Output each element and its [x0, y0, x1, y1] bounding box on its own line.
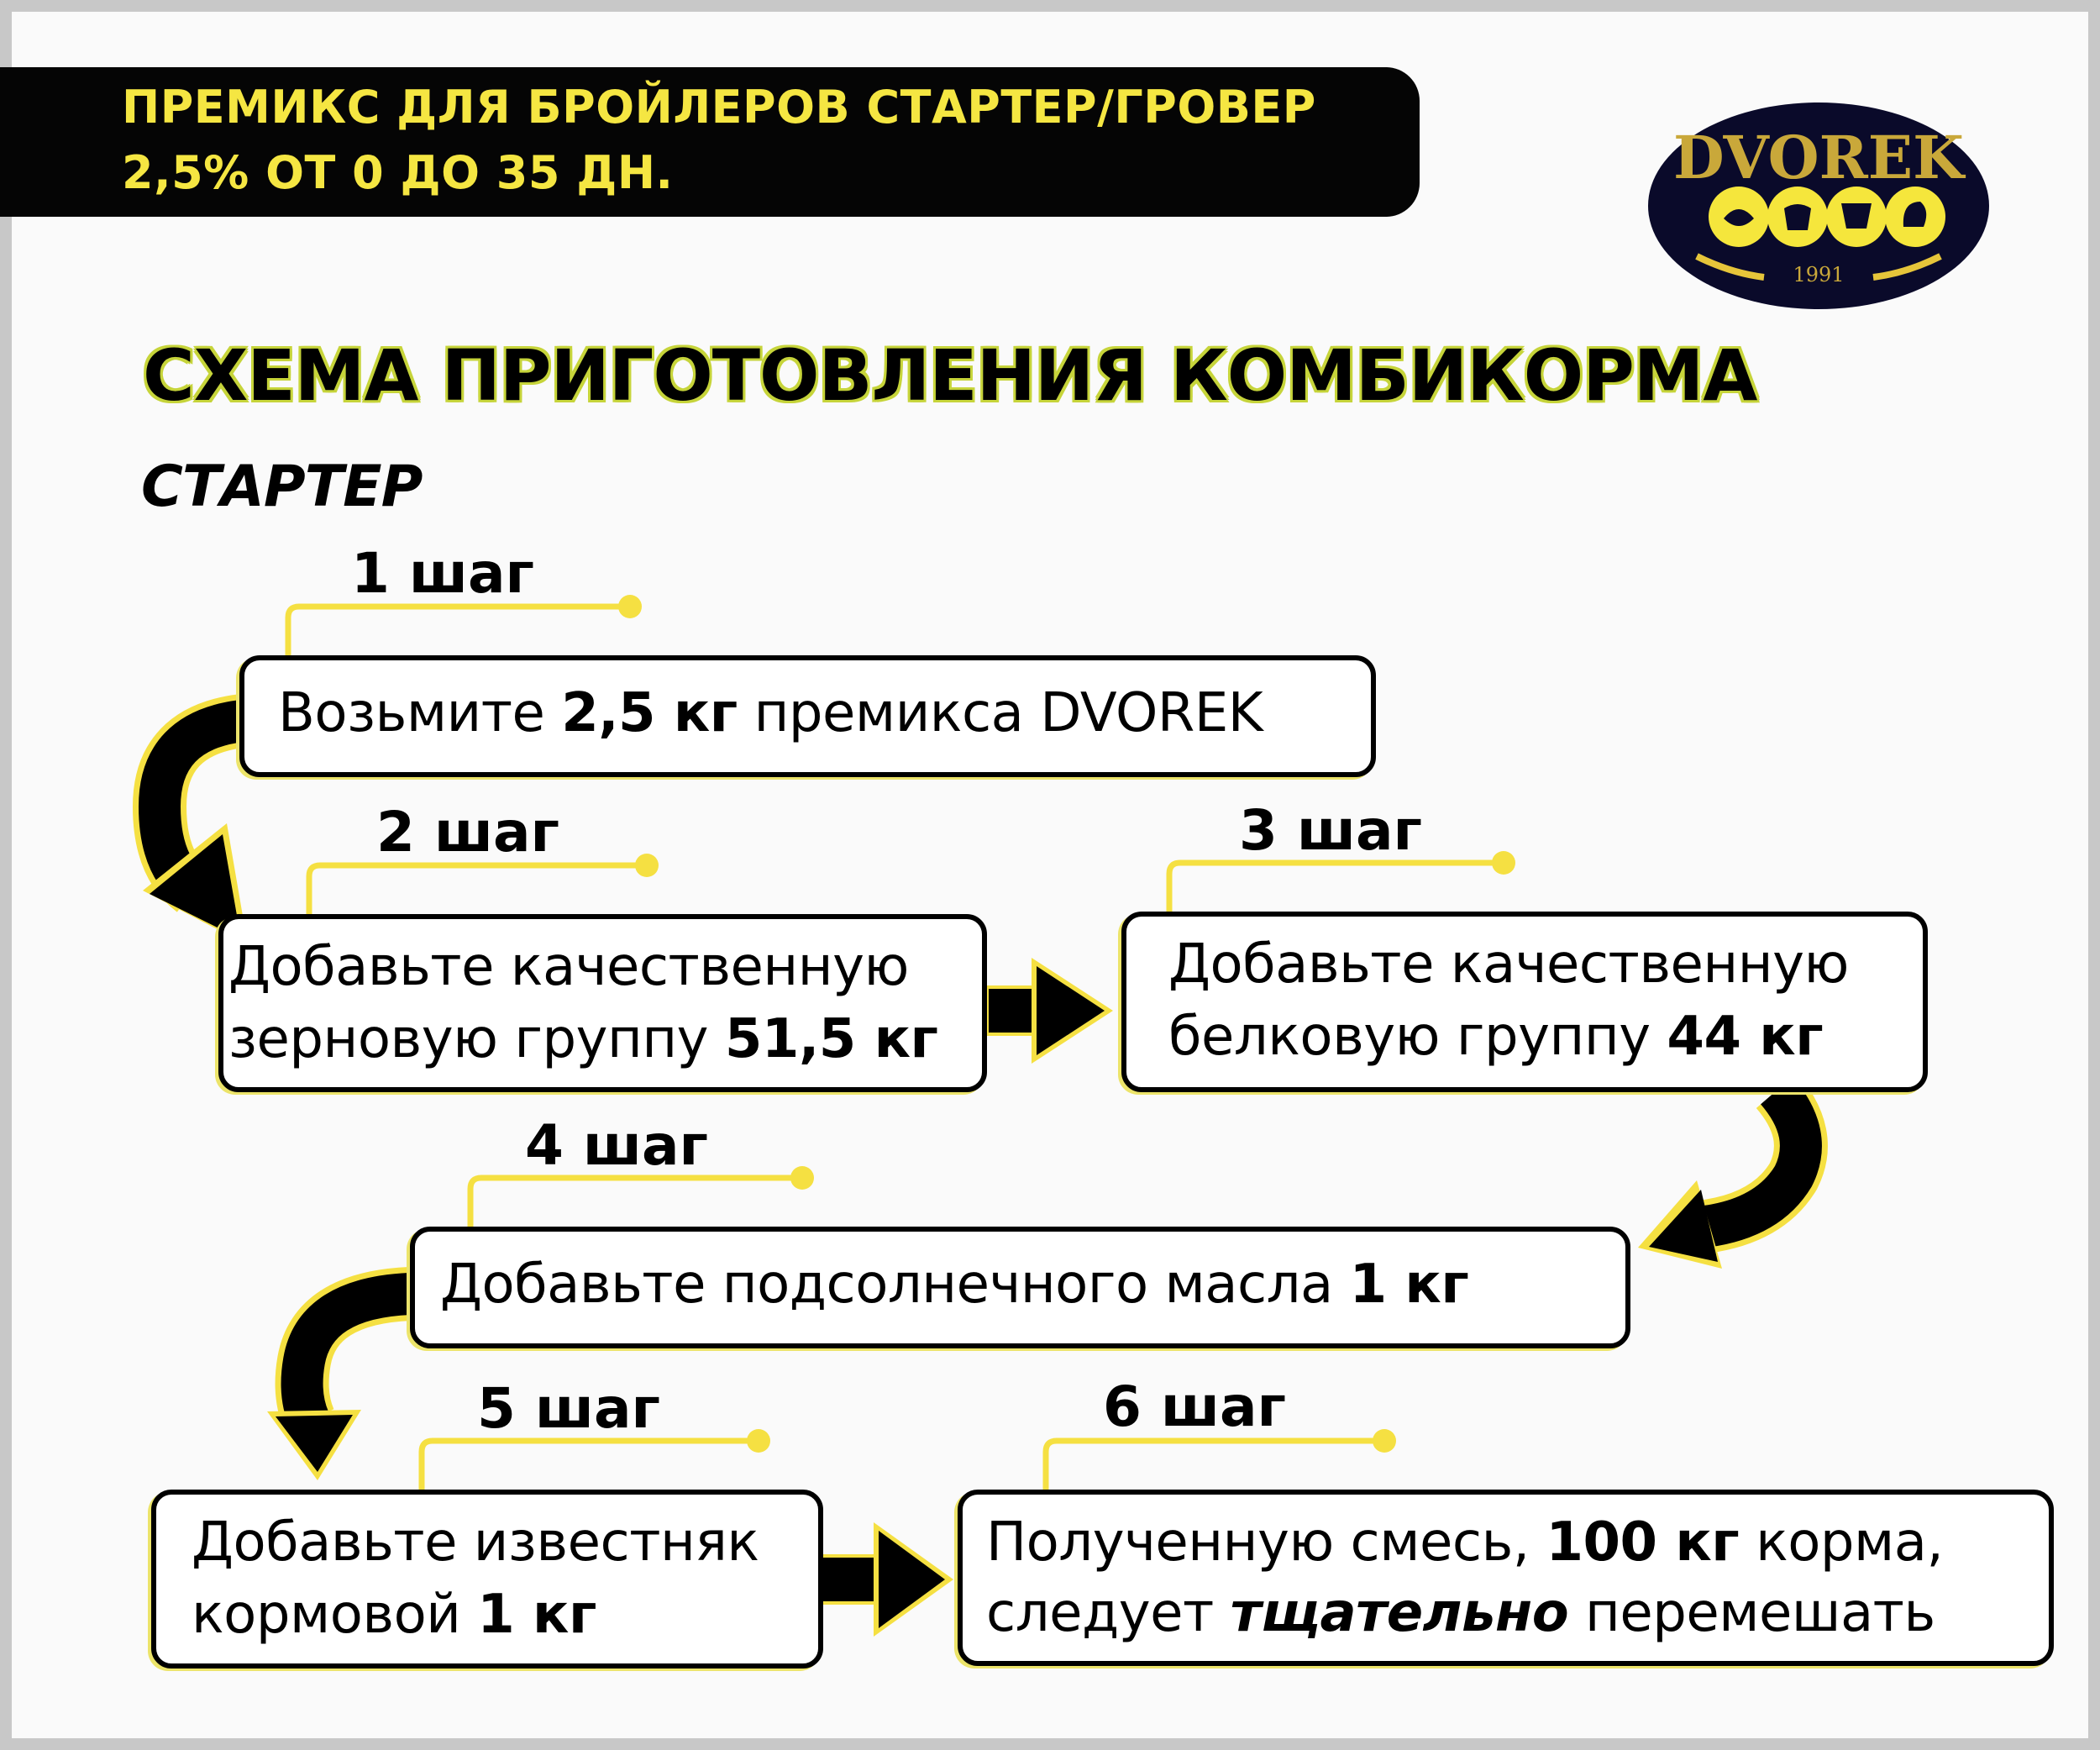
- step-6-box: Полученную смесь, 100 кг корма, следует …: [958, 1490, 2054, 1666]
- step-2-label: 2 шаг: [376, 800, 560, 864]
- step-4-box: Добавьте подсолнечного масла 1 кг: [410, 1227, 1630, 1348]
- step-5-box: Добавьте известняк кормовой 1 кг: [151, 1490, 823, 1669]
- step-6-text-line1: Полученную смесь, 100 кг корма,: [986, 1511, 1944, 1574]
- step-5-text-a: кормовой: [192, 1584, 478, 1646]
- step-6-text-d: следует: [986, 1582, 1231, 1644]
- logo-year-text: 1991: [1793, 263, 1844, 286]
- step-5-text-line1: Добавьте известняк: [192, 1511, 759, 1574]
- page-frame: [12, 12, 2088, 1738]
- step-1-amount: 2,5 кг: [561, 682, 738, 744]
- header-line-1: ПРЕМИКС ДЛЯ БРОЙЛЕРОВ СТАРТЕР/ГРОВЕР: [122, 81, 1316, 134]
- header-banner: ПРЕМИКС ДЛЯ БРОЙЛЕРОВ СТАРТЕР/ГРОВЕР 2,5…: [0, 67, 1420, 217]
- arrow-step3-to-step4: [1638, 1073, 1828, 1269]
- header-line-2: 2,5% ОТ 0 ДО 35 ДН.: [122, 146, 674, 199]
- step-1-label: 1 шаг: [351, 541, 535, 606]
- cow-icon: [1841, 203, 1872, 229]
- wheat-icon: [1695, 253, 1942, 281]
- logo-brand-text: DVOREK: [1673, 123, 1966, 192]
- step-4-text: Добавьте подсолнечного масла 1 кг: [440, 1253, 1469, 1316]
- step-6-amount: 100 кг: [1546, 1511, 1740, 1574]
- step-leader-lines: [285, 603, 1504, 1490]
- step-1-box: Возьмите 2,5 кг премикса DVOREK: [239, 655, 1376, 777]
- step-5-text-line2: кормовой 1 кг: [192, 1584, 596, 1646]
- step-6-text-a: Полученную смесь,: [986, 1511, 1546, 1574]
- step-3-text-a: белковую группу: [1168, 1006, 1667, 1068]
- arrow-step1-to-step2: [132, 694, 248, 945]
- step-6-label: 6 шаг: [1103, 1374, 1287, 1439]
- step-2-text-line1: Добавьте качественную: [228, 936, 909, 998]
- step-3-amount: 44 кг: [1667, 1006, 1824, 1068]
- step-1-text-c: премикса DVOREK: [737, 682, 1263, 744]
- step-5-label: 5 шаг: [477, 1376, 661, 1441]
- step-5-amount: 1 кг: [477, 1584, 596, 1646]
- step-leader-dots: [618, 595, 1515, 1453]
- arrow-step2-to-step3: [985, 958, 1113, 1064]
- bird-icon: [1903, 202, 1927, 227]
- step-6-text-c: корма,: [1739, 1511, 1944, 1574]
- main-title: СХЕМА ПРИГОТОВЛЕНИЯ КОМБИКОРМА: [143, 334, 1757, 417]
- dvorek-logo: DVOREK 1991: [1648, 102, 1989, 309]
- arrow-step4-to-step5: [267, 1267, 412, 1480]
- fish-icon: [1724, 209, 1754, 226]
- step-3-text-line2: белковую группу 44 кг: [1168, 1006, 1824, 1068]
- step-2-text-a: зерновую группу: [228, 1008, 725, 1070]
- pig-icon: [1784, 204, 1811, 230]
- step-3-label: 3 шаг: [1239, 798, 1423, 863]
- step-3-box: Добавьте качественную белковую группу 44…: [1121, 912, 1928, 1092]
- step-2-amount: 51,5 кг: [724, 1008, 938, 1070]
- step-4-text-a: Добавьте подсолнечного масла: [440, 1253, 1350, 1316]
- step-6-text-f: перемешать: [1568, 1582, 1935, 1644]
- arrow-step5-to-step6: [820, 1522, 953, 1637]
- step-1-text-a: Возьмите: [278, 682, 562, 744]
- step-2-box: Добавьте качественную зерновую группу 51…: [218, 914, 987, 1092]
- step-6-emphasis: тщательно: [1230, 1582, 1569, 1644]
- step-3-text-line1: Добавьте качественную: [1168, 933, 1849, 996]
- step-4-label: 4 шаг: [525, 1113, 709, 1178]
- step-4-amount: 1 кг: [1349, 1253, 1469, 1316]
- step-2-text-line2: зерновую группу 51,5 кг: [228, 1008, 938, 1070]
- step-6-text-line2: следует тщательно перемешать: [986, 1582, 1935, 1644]
- step-1-text: Возьмите 2,5 кг премикса DVOREK: [278, 682, 1263, 744]
- subtitle: СТАРТЕР: [141, 454, 423, 520]
